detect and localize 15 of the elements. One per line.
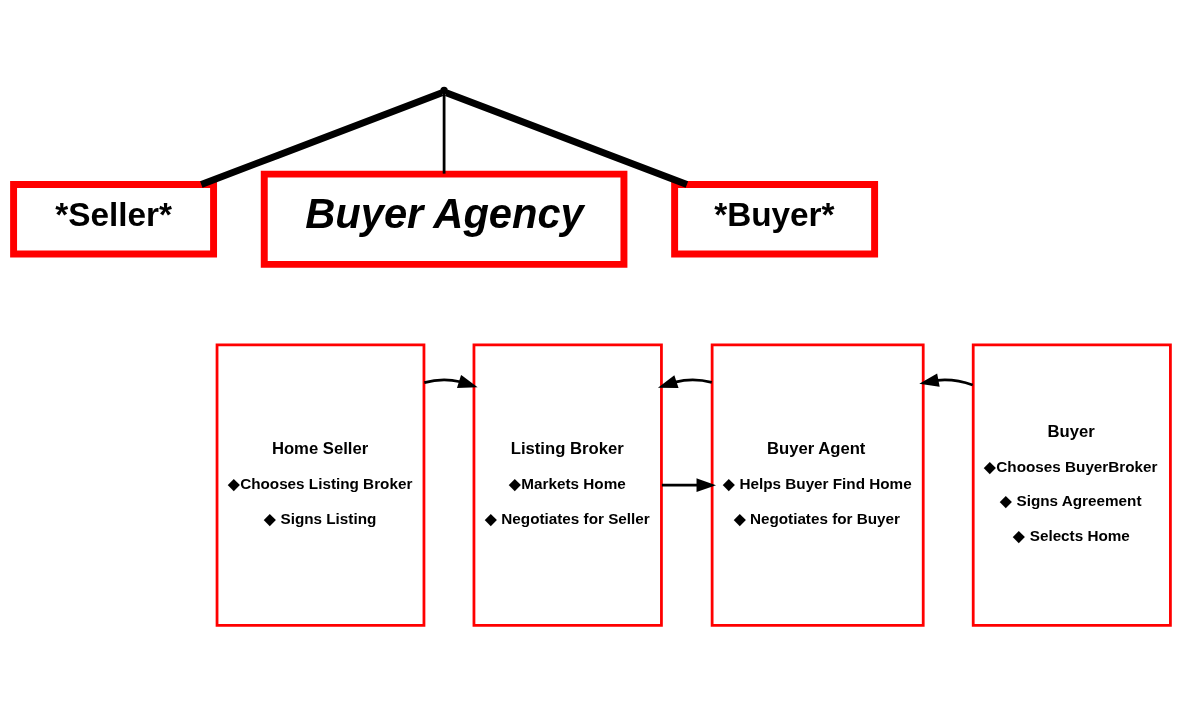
node-box: Buyer Agency: [260, 170, 628, 268]
connector: [200, 89, 444, 188]
node-box: *Buyer*: [671, 181, 879, 258]
connector: [445, 89, 689, 188]
node-point: [440, 86, 448, 95]
node-box: Home Seller ◆Chooses Listing Broker ◆ Signs Listing: [215, 343, 426, 627]
node-box: Listing Broker ◆Markets Home ◆ Negotiates for Seller: [472, 343, 663, 627]
arrow: [423, 374, 478, 388]
node-box: *Seller*: [10, 181, 218, 258]
arrow: [657, 375, 713, 389]
connector: [442, 93, 446, 174]
node-box: Buyer ◆Chooses BuyerBroker ◆ Signs Agreement ◆ Selects Home: [971, 343, 1172, 627]
node-box: Buyer Agent ◆ Helps Buyer Find Home ◆ Negotiates for Buyer: [710, 343, 925, 627]
arrow: [661, 478, 716, 492]
arrow: [919, 373, 974, 387]
